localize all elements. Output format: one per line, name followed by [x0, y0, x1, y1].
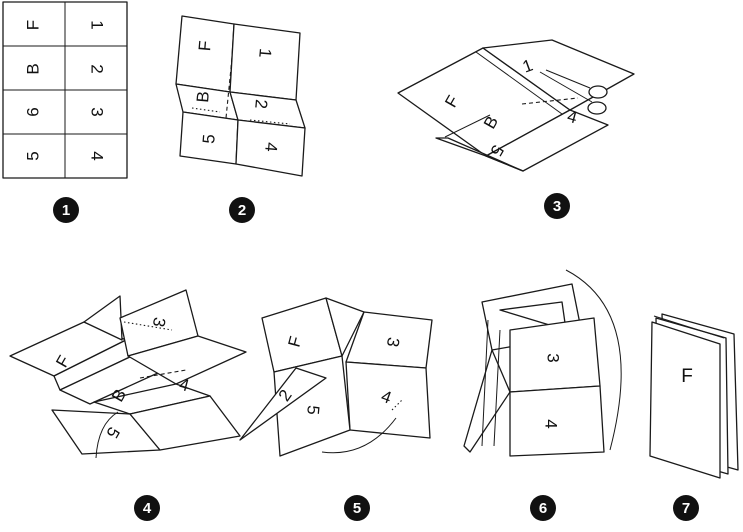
panel-label: 3 — [544, 353, 563, 362]
step-5-star-shape: F 3 2 5 4 — [239, 297, 433, 457]
step-number: 6 — [539, 500, 547, 517]
step-badge-4: 4 — [134, 495, 160, 521]
step-number: 5 — [353, 500, 361, 517]
panel-label: 2 — [88, 64, 107, 73]
step-7-finished-booklet: F — [649, 313, 739, 479]
cover-label: F — [681, 366, 693, 387]
step-4-pushing-ends: F 3 B 4 5 — [9, 289, 247, 459]
panel-label: 6 — [23, 107, 42, 116]
panel-label: 1 — [88, 20, 107, 29]
panel-label: 5 — [23, 151, 42, 160]
step-badge-2: 2 — [229, 197, 255, 223]
step-number: 1 — [62, 202, 70, 219]
step-number: 7 — [682, 500, 690, 517]
step-number: 4 — [143, 500, 152, 517]
panel-label: B — [23, 63, 42, 74]
panel-label: 3 — [149, 316, 169, 329]
panel-label: 1 — [255, 48, 275, 59]
scissors-icon — [539, 69, 608, 115]
panel-label: F — [284, 334, 305, 349]
panel-label: 3 — [88, 107, 107, 116]
step-3-cut-sheet: F 1 B 4 5 — [397, 39, 635, 172]
panel-label: 4 — [88, 151, 107, 160]
panel-label: 4 — [542, 419, 561, 428]
panel-label: 2 — [251, 99, 271, 110]
panel-label: 3 — [383, 336, 403, 349]
step-badge-3: 3 — [544, 193, 570, 219]
step-badge-1: 1 — [53, 197, 79, 223]
step-badge-6: 6 — [530, 495, 556, 521]
panel-label: B — [193, 90, 213, 103]
step-badge-5: 5 — [344, 495, 370, 521]
panel-label: F — [195, 40, 215, 52]
panel-label: F — [23, 20, 42, 30]
step-badge-7: 7 — [673, 495, 699, 521]
panel-label: 4 — [261, 142, 281, 153]
step-number: 2 — [238, 202, 246, 219]
step-1-flat-sheet: F 1 B 2 6 3 5 4 — [2, 1, 128, 179]
panel-label: 5 — [303, 405, 323, 416]
step-number: 3 — [553, 198, 561, 215]
step-6-closing-book: 3 4 — [463, 269, 622, 457]
step-2-folded-sheet: F 1 B 2 5 4 — [175, 15, 306, 177]
panel-label: 5 — [199, 133, 219, 144]
